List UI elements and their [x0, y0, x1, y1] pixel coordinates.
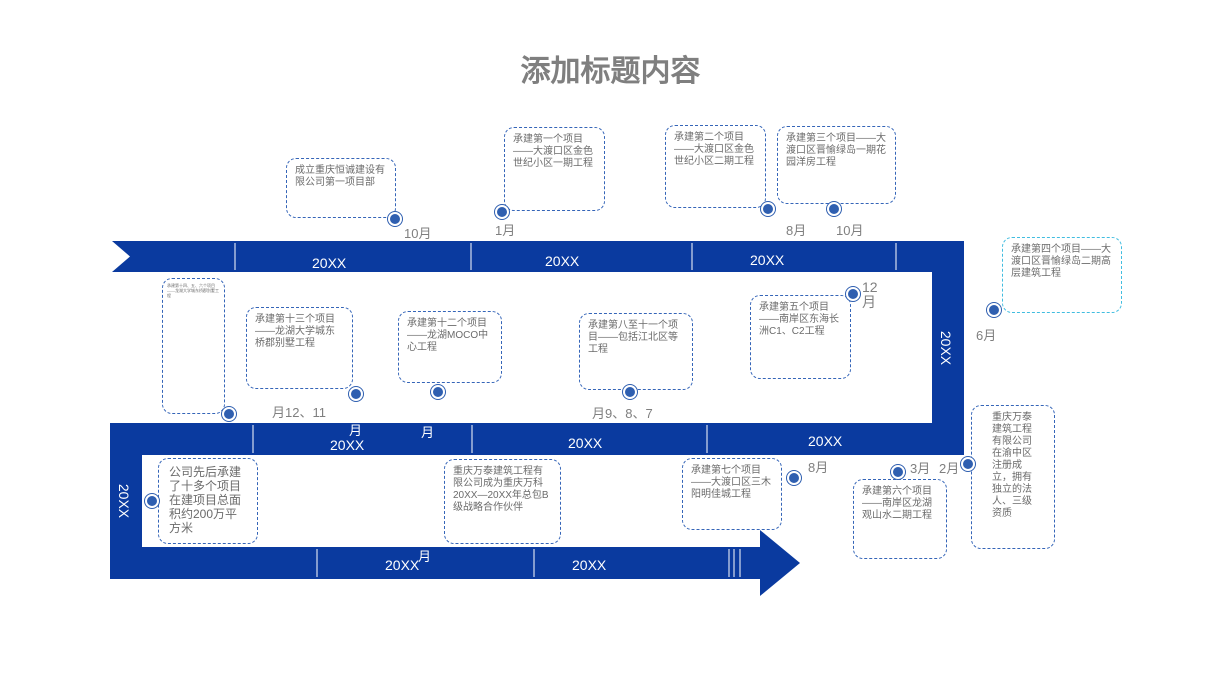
- event-month-label: 12月: [862, 279, 878, 310]
- event-month-label: 月: [349, 423, 363, 438]
- segment-year-label: 20XX: [545, 253, 580, 269]
- event-marker-dot: [787, 471, 801, 485]
- track-bottom-band: [110, 547, 765, 579]
- event-marker-dot: [891, 465, 905, 479]
- event-month-label: 月: [418, 549, 432, 564]
- segment-year-label: 20XX: [750, 252, 785, 268]
- event-month-label: 8月: [808, 460, 829, 475]
- event-marker-dot: [961, 457, 975, 471]
- event-card: 承建第十三个项目——龙湖大学城东桥郡别墅工程: [246, 307, 353, 389]
- event-marker-dot: [495, 205, 509, 219]
- event-card: 承建第六个项目——南岸区龙湖观山水二期工程: [853, 479, 947, 559]
- track-middle-band: [110, 423, 964, 455]
- segment-year-label: 20XX: [385, 557, 420, 573]
- event-card: 承建第四个项目——大渡口区晋愉绿岛二期高层建筑工程: [1002, 237, 1122, 313]
- track-arrow-head: [760, 530, 800, 596]
- event-month-label: 月: [421, 425, 435, 440]
- event-month-label: 1月: [495, 223, 516, 238]
- event-marker-dot: [987, 303, 1001, 317]
- page-title: 添加标题内容: [520, 55, 701, 88]
- event-marker-dot: [761, 202, 775, 216]
- event-month-label: 月12、11: [272, 405, 326, 420]
- event-card: 公司先后承建了十多个项目在建项目总面积约200万平方米: [158, 458, 258, 544]
- event-card: 承建第五个项目——南岸区东海长洲C1、C2工程: [750, 295, 851, 379]
- event-month-label: 3月: [910, 461, 931, 476]
- event-card: 承建第七个项目——大渡口区三木阳明佳城工程: [682, 458, 782, 530]
- track-top-band: [112, 241, 964, 272]
- event-marker-dot: [846, 287, 860, 301]
- event-month-label: 10月: [404, 226, 432, 241]
- event-marker-dot: [349, 387, 363, 401]
- segment-year-label-vertical: 20XX: [116, 483, 133, 519]
- segment-year-label: 20XX: [312, 255, 347, 271]
- event-marker-dot: [623, 385, 637, 399]
- event-month-label: 月9、8、7: [592, 406, 653, 421]
- event-month-label: 6月: [976, 328, 997, 343]
- event-marker-dot: [827, 202, 841, 216]
- event-card: 承建第二个项目——大渡口区金色世纪小区二期工程: [665, 125, 766, 208]
- segment-year-label-vertical: 20XX: [938, 330, 955, 366]
- segment-year-label: 20XX: [568, 435, 603, 451]
- event-marker-dot: [145, 494, 159, 508]
- event-card: 承建第十四、五、六个项目——龙湖大学城东桥郡别墅工程: [162, 278, 225, 414]
- event-card: 成立重庆恒诚建设有限公司第一项目部: [286, 158, 396, 218]
- track-right-vertical: [932, 241, 964, 455]
- event-card: 承建第八至十一个项目——包括江北区等工程: [579, 313, 693, 390]
- segment-year-label: 20XX: [572, 557, 607, 573]
- event-card: 承建第一个项目——大渡口区金色世纪小区一期工程: [504, 127, 605, 211]
- event-month-label: 8月: [786, 223, 807, 238]
- event-card: 承建第十二个项目——龙湖MOCO中心工程: [398, 311, 502, 383]
- segment-year-label: 20XX: [330, 437, 365, 453]
- segment-year-label: 20XX: [808, 433, 843, 449]
- event-marker-dot: [388, 212, 402, 226]
- event-marker-dot: [431, 385, 445, 399]
- event-month-label: 2月: [939, 461, 960, 476]
- event-month-label: 10月: [836, 223, 864, 238]
- event-card: 承建第三个项目——大渡口区晋愉绿岛一期花园洋房工程: [777, 126, 896, 204]
- event-card: 重庆万泰建筑工程有限公司成为重庆万科20XX—20XX年总包B级战略合作伙伴: [444, 459, 561, 544]
- event-marker-dot: [222, 407, 236, 421]
- event-card: 重庆万泰建筑工程有限公司在渝中区注册成立，拥有独立的法人、三级资质: [971, 405, 1055, 549]
